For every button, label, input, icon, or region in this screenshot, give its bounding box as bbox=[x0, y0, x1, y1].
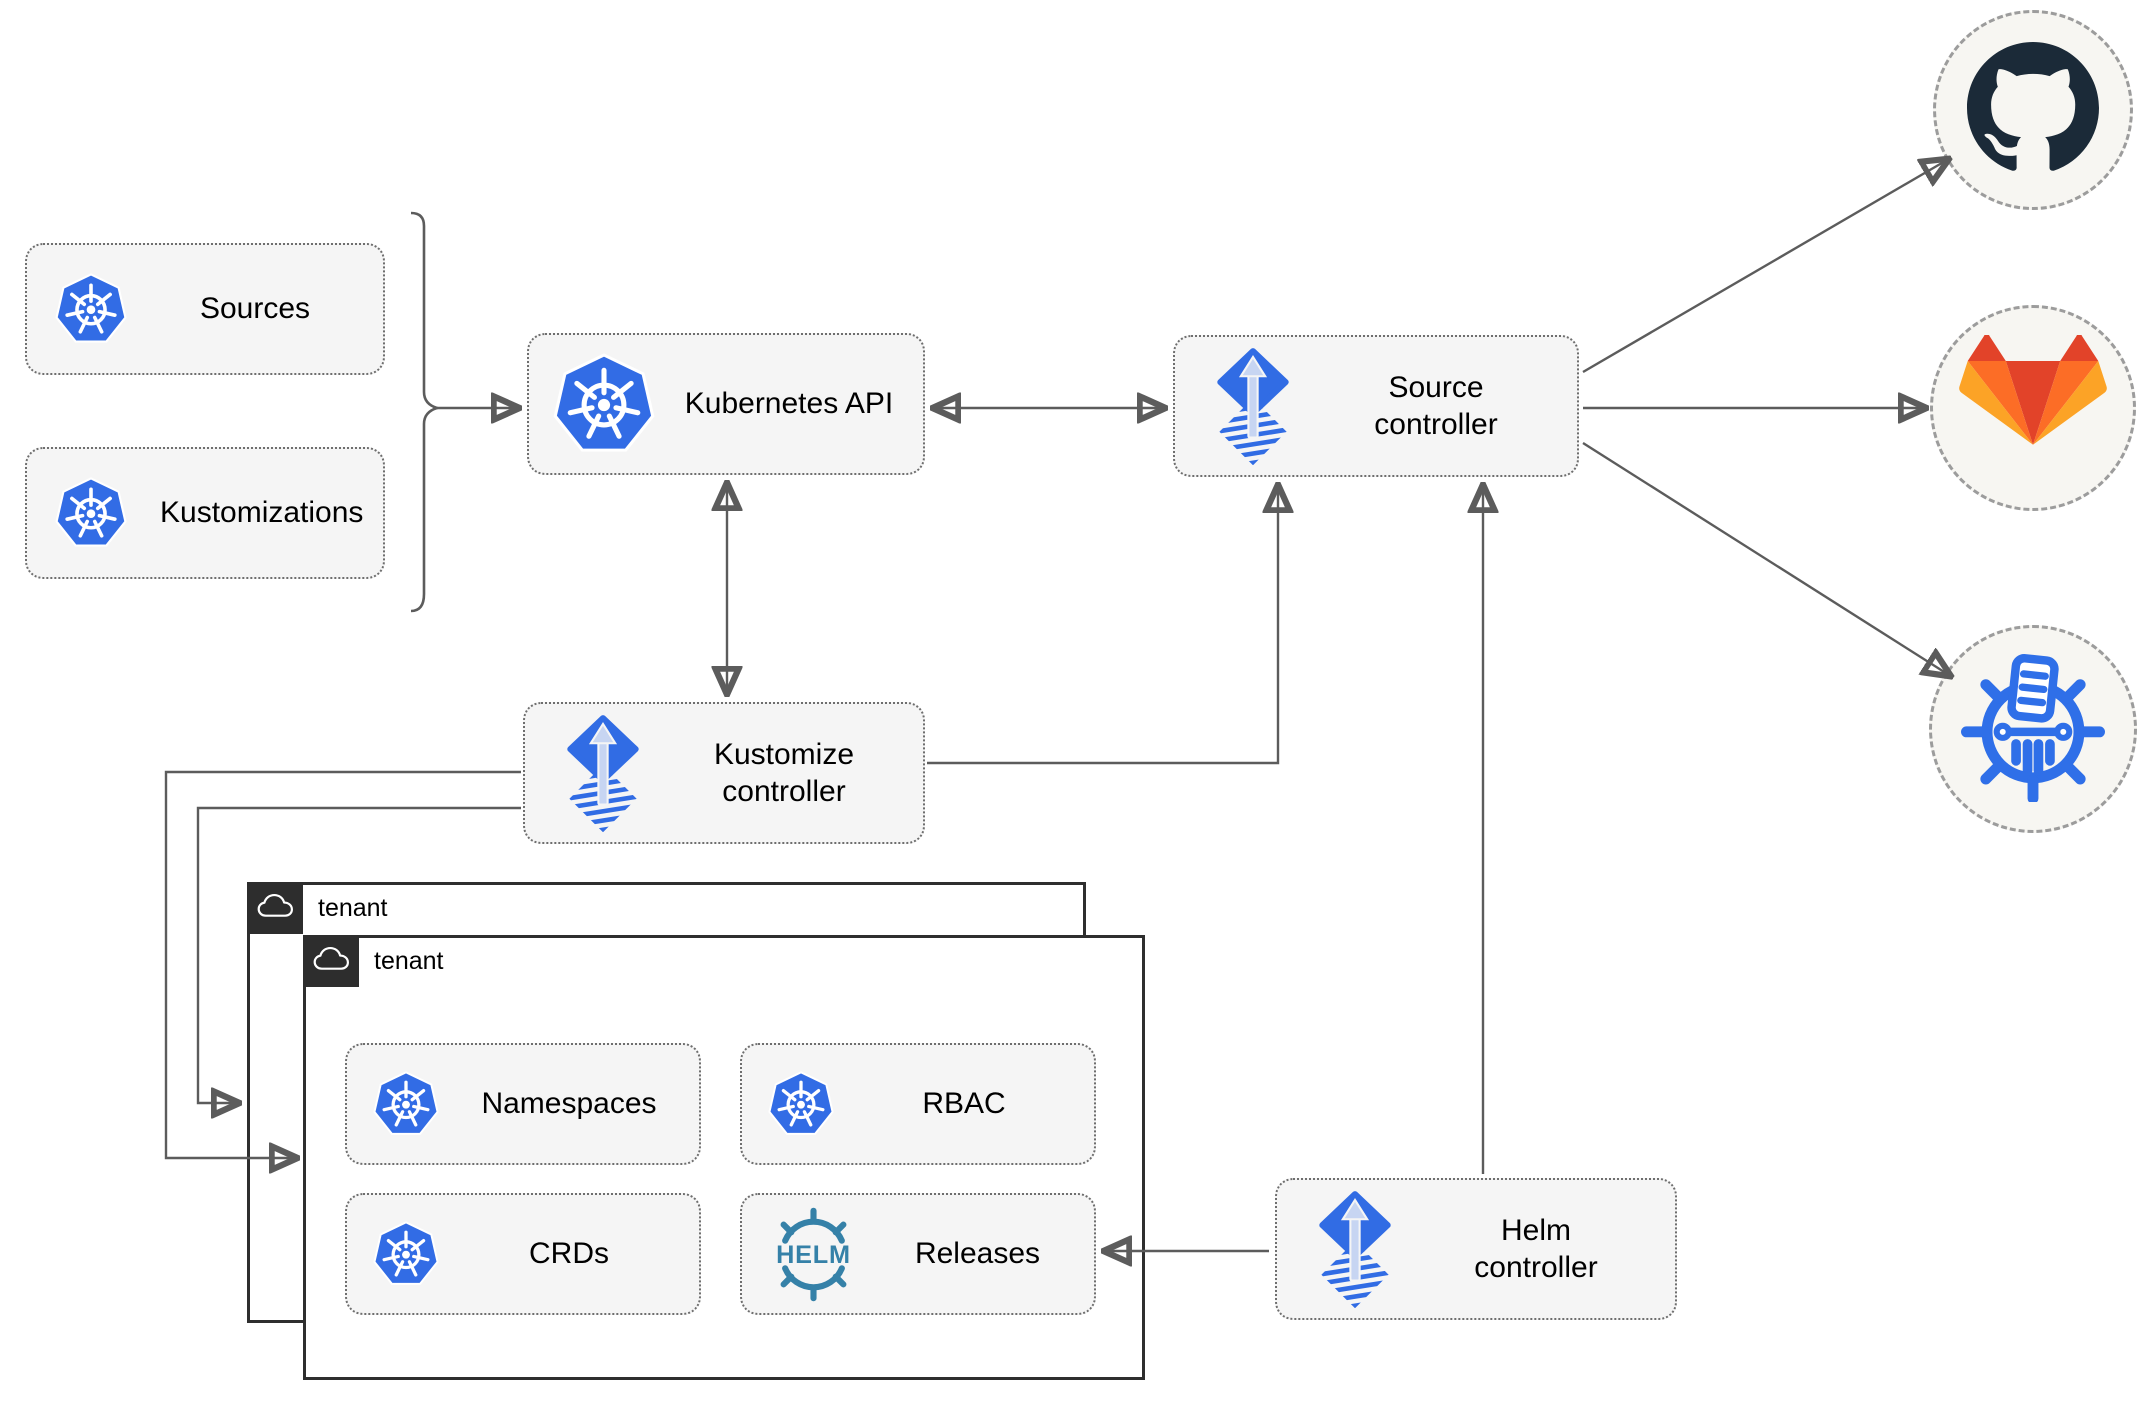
kubernetes-icon bbox=[55, 477, 127, 549]
node-kubernetes-api: Kubernetes API bbox=[527, 333, 925, 475]
node-rbac: RBAC bbox=[740, 1043, 1096, 1165]
tenant-label: tenant bbox=[318, 893, 388, 922]
node-label: CRDs bbox=[529, 1237, 609, 1271]
edge-source-to-github bbox=[1582, 160, 1947, 374]
flux-icon bbox=[1313, 1189, 1397, 1310]
gitlab-icon bbox=[1959, 333, 2107, 481]
github-icon bbox=[1967, 41, 2099, 179]
node-sources: Sources bbox=[25, 243, 385, 375]
node-label: Helm controller bbox=[1474, 1213, 1598, 1285]
node-releases: HELM Releases bbox=[740, 1193, 1096, 1315]
node-label: Kubernetes API bbox=[684, 387, 894, 421]
tenant-label: tenant bbox=[374, 946, 444, 975]
github-target bbox=[1933, 10, 2133, 210]
container-registry-icon bbox=[1958, 652, 2108, 807]
edge-source-to-registry bbox=[1582, 441, 1949, 675]
gitlab-target bbox=[1930, 305, 2136, 511]
brace-sources-group bbox=[410, 211, 442, 613]
node-source-controller: Source controller bbox=[1173, 335, 1579, 477]
node-helm-controller: Helm controller bbox=[1275, 1178, 1677, 1320]
tenant-tab bbox=[303, 935, 359, 987]
node-label: Releases bbox=[914, 1237, 1041, 1271]
edge-kustomize-to-source bbox=[927, 487, 1278, 765]
node-label: Kustomize controller bbox=[713, 737, 855, 809]
container-registry-target bbox=[1929, 625, 2137, 833]
kubernetes-icon bbox=[55, 273, 127, 345]
node-label: Source controller bbox=[1374, 370, 1498, 442]
flux-icon bbox=[561, 713, 645, 834]
cloud-icon bbox=[313, 946, 350, 977]
svg-text:HELM: HELM bbox=[776, 1240, 851, 1268]
node-label: Sources bbox=[199, 292, 311, 326]
tenant-tab bbox=[247, 882, 303, 934]
node-namespaces: Namespaces bbox=[345, 1043, 701, 1165]
node-crds: CRDs bbox=[345, 1193, 701, 1315]
kubernetes-icon bbox=[373, 1221, 439, 1287]
kubernetes-icon bbox=[553, 353, 655, 455]
node-kustomizations: Kustomizations bbox=[25, 447, 385, 579]
node-label: Namespaces bbox=[481, 1087, 657, 1121]
node-kustomize-controller: Kustomize controller bbox=[523, 702, 925, 844]
cloud-icon bbox=[257, 893, 294, 924]
flux-icon bbox=[1211, 346, 1295, 467]
helm-icon: HELM bbox=[766, 1207, 861, 1302]
node-label: RBAC bbox=[922, 1087, 1006, 1121]
node-label: Kustomizations bbox=[160, 496, 364, 530]
kubernetes-icon bbox=[768, 1071, 834, 1137]
kubernetes-icon bbox=[373, 1071, 439, 1137]
